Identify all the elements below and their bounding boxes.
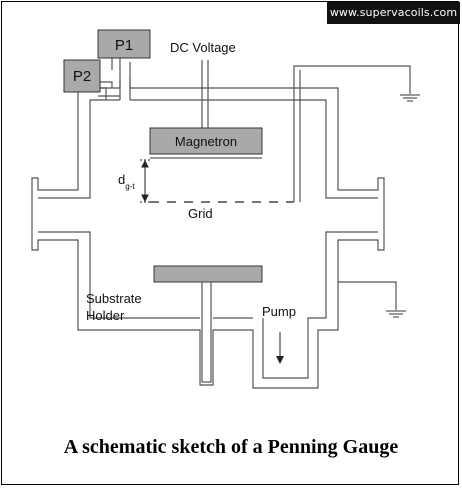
chamber-wall — [31, 78, 385, 389]
grid-label: Grid — [188, 206, 213, 221]
magnetron-block — [149, 127, 263, 155]
substrate-label-line1: Substrate — [86, 291, 142, 306]
gauge-p1-label: P1 — [115, 37, 133, 54]
ground-icon-top — [400, 94, 420, 102]
gauge-p2 — [63, 59, 101, 93]
pump-label: Pump — [262, 304, 296, 319]
dc-voltage-lead — [201, 60, 209, 130]
dc-voltage-label: DC Voltage — [170, 40, 236, 55]
gauge-p1 — [97, 29, 151, 59]
gap-label: dg-t — [118, 172, 135, 191]
chamber-lead — [338, 281, 397, 310]
substrate-holder-plate — [153, 265, 263, 283]
figure-caption: A schematic sketch of a Penning Gauge — [63, 436, 399, 458]
chamber-outer-wall — [31, 78, 385, 389]
gauge-pipes — [98, 56, 131, 100]
chamber-inner-wall — [38, 99, 378, 379]
pump-arrow — [276, 332, 284, 364]
magnetron-label: Magnetron — [175, 134, 237, 149]
substrate-label-line2: Holder — [86, 308, 125, 323]
substrate-holder-stem — [201, 281, 212, 383]
grid-lead — [293, 65, 411, 202]
ground-icon-bottom — [386, 310, 406, 318]
watermark: www.supervacoils.com — [327, 2, 460, 24]
gap-marker — [140, 159, 150, 203]
gauge-p2-label: P2 — [73, 68, 91, 85]
